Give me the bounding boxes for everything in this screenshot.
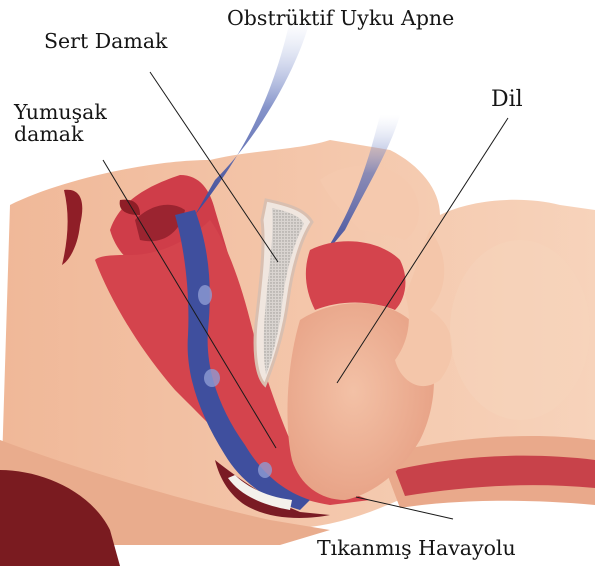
label-tongue: Dil: [491, 88, 523, 111]
label-obstructive-sleep-apnea: Obstrüktif Uyku Apne: [227, 8, 454, 30]
label-soft-palate: Yumuşak damak: [14, 102, 154, 145]
cheek-highlight: [450, 240, 590, 420]
air-bubble: [198, 285, 212, 305]
air-bubble: [204, 369, 220, 387]
air-bubble: [258, 462, 272, 478]
label-blocked-airway: Tıkanmış Havayolu: [317, 538, 516, 560]
label-hard-palate: Sert Damak: [44, 31, 167, 53]
